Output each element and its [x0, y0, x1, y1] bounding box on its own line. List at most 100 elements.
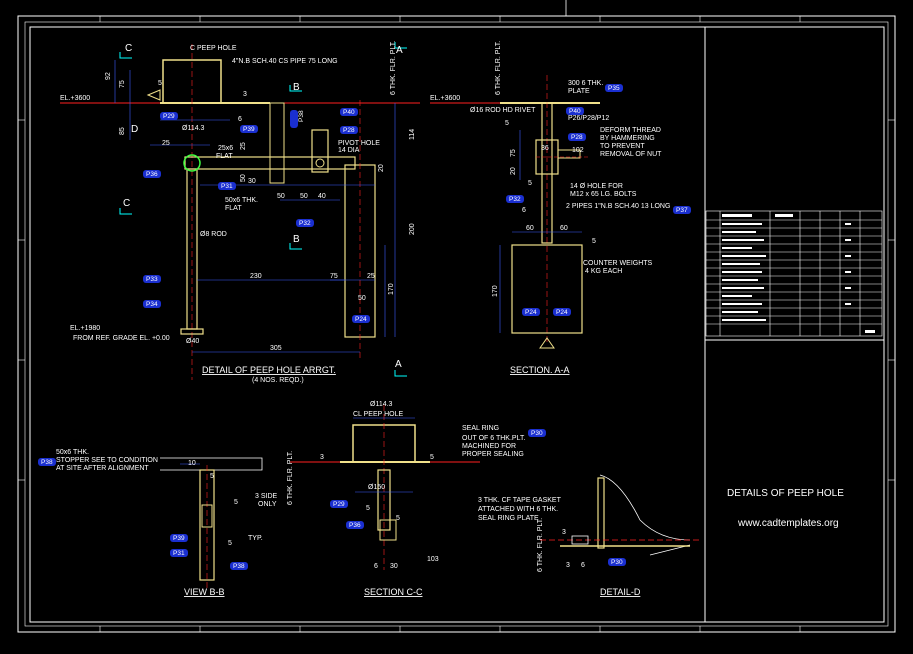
section-cc-labels: Ø114.3 CL PEEP HOLE SEAL RING OUT OF 6 T…	[287, 401, 546, 597]
aa-nos-label: P26/P28/P12	[568, 115, 609, 122]
main-detail-subtitle: (4 NOS. REQD.)	[252, 377, 304, 384]
cc-tag-p36: P36	[349, 522, 361, 529]
aa-dim-60b: 60	[560, 225, 568, 232]
cc-dimensions: 3 5 5 6 30 103 5	[320, 454, 439, 570]
d-dim-6: 6	[581, 562, 585, 569]
aa-tag-p35: P35	[608, 85, 620, 92]
sheet-frame	[17, 0, 896, 633]
d-gasket-2: ATTACHED WITH 6 THK.	[478, 506, 558, 513]
floor-plate-note: 6 THK. FLR. PLT.	[390, 41, 397, 95]
dim-3: 3	[243, 91, 247, 98]
bb-tag-p38b: P38	[233, 563, 245, 570]
aa-floor-plate-note: 6 THK. FLR. PLT.	[495, 41, 502, 95]
section-aa-drawing	[430, 75, 600, 349]
dim-305: 305	[270, 345, 282, 352]
elevation-3600: EL.+3600	[60, 95, 90, 102]
bb-dimensions: 10 5 5 5	[188, 460, 238, 547]
tag-p33: P33	[146, 276, 158, 283]
bb-stopper-3: AT SITE AFTER ALIGNMENT	[56, 465, 149, 472]
aa-dim-5b: 5	[528, 180, 532, 187]
detail-d-labels: 3 THK. CF TAPE GASKET ATTACHED WITH 6 TH…	[478, 497, 641, 597]
bb-dim-10: 10	[188, 460, 196, 467]
bb-dim-5c: 5	[210, 473, 214, 480]
dim-170: 170	[388, 283, 395, 295]
cc-seal-4: PROPER SEALING	[462, 451, 524, 458]
flat-25x6: 25x6	[218, 145, 233, 152]
dim-25b: 25	[367, 273, 375, 280]
d-tag-p30: P30	[611, 559, 623, 566]
section-mark-c-bottom: C	[123, 198, 130, 209]
dim-230: 230	[250, 273, 262, 280]
dim-50b: 50	[300, 193, 308, 200]
bb-dim-5b: 5	[228, 540, 232, 547]
aa-deform-4: REMOVAL OF NUT	[600, 151, 662, 158]
cc-dim-3: 3	[320, 454, 324, 461]
section-mark-c-top: C	[125, 43, 132, 54]
ref-grade-note: FROM REF. GRADE EL. +0.00	[73, 335, 170, 342]
aa-deform-2: BY HAMMERING	[600, 135, 655, 142]
dia-114-label: Ø114.3	[182, 125, 205, 132]
bb-tag-p38a: P38	[41, 459, 53, 466]
cc-dim-5b: 5	[396, 515, 400, 522]
dim-92: 92	[105, 72, 112, 80]
aa-dim-20: 20	[510, 167, 517, 175]
aa-elevation-3600: EL.+3600	[430, 95, 460, 102]
tag-p24: P24	[355, 316, 367, 323]
cc-dim-5a: 5	[430, 454, 434, 461]
elevation-1980: EL.+1980	[70, 325, 100, 332]
aa-tag-p37: P37	[676, 207, 688, 214]
tag-p39: P39	[243, 126, 255, 133]
view-bb-labels: 50x6 THK. STOPPER SEE TO CONDITION AT SI…	[38, 449, 278, 597]
aa-pipes-note: 2 PIPES 1"N.B SCH.40 13 LONG	[566, 203, 670, 210]
dim-25: 25	[162, 140, 170, 147]
detail-d-drawing	[540, 474, 700, 556]
cc-dia-114: Ø114.3	[370, 401, 393, 408]
rod-8-label: Ø8 ROD	[200, 231, 227, 238]
dim-50c: 50	[358, 295, 366, 302]
cc-dia-150: Ø150	[368, 484, 385, 491]
bb-tag-p31: P31	[173, 550, 185, 557]
dim-75b: 75	[330, 273, 338, 280]
aa-dim-5: 5	[505, 120, 509, 127]
section-aa-title: SECTION. A-A	[510, 365, 570, 375]
tag-p31: P31	[221, 183, 233, 190]
frame-ticks	[18, 16, 895, 632]
tag-p34: P34	[146, 301, 158, 308]
cc-peep-hole-label: CL PEEP HOLE	[353, 411, 404, 418]
cc-seal-2: OUT OF 6 THK.PLT.	[462, 435, 525, 442]
bb-tag-p39: P39	[173, 535, 185, 542]
aa-tag-p24a: P24	[525, 309, 537, 316]
dim-40: 40	[318, 193, 326, 200]
aa-plate-note-2: PLATE	[568, 88, 590, 95]
view-bb-drawing	[160, 457, 263, 590]
title-block-hatch	[722, 214, 875, 333]
d-dim-3a: 3	[562, 529, 566, 536]
bb-stopper-1: 50x6 THK.	[56, 449, 89, 456]
aa-tag-p32: P32	[509, 196, 521, 203]
cc-dim-30: 30	[390, 563, 398, 570]
detail-mark-d: D	[131, 124, 138, 135]
view-bb-title: VIEW B-B	[184, 587, 225, 597]
main-part-tags: P29 P39 P40 P28 P36 P31 P32 P33 P34 P24 …	[143, 108, 370, 323]
cc-tag-p30: P30	[531, 430, 543, 437]
bb-side-1: 3 SIDE	[255, 493, 278, 500]
section-cc-title: SECTION C-C	[364, 587, 423, 597]
title-block-table	[705, 210, 883, 337]
dim-85: 85	[119, 127, 126, 135]
d-dim-3b: 3	[566, 562, 570, 569]
section-mark-a-bottom: A	[395, 359, 402, 370]
tag-p36: P36	[146, 171, 158, 178]
section-aa-labels: 6 THK. FLR. PLT. EL.+3600 300 6 THK. PLA…	[430, 41, 691, 375]
cc-dim-103: 103	[427, 556, 439, 563]
pivot-dia-label: 14 DIA	[338, 147, 360, 154]
tag-p40: P40	[343, 109, 355, 116]
dim-75: 75	[119, 80, 126, 88]
tag-p32: P32	[299, 220, 311, 227]
aa-deform-3: TO PREVENT	[600, 143, 645, 150]
dim-200: 200	[409, 223, 416, 235]
aa-hole-2: M12 x 65 LG. BOLTS	[570, 191, 637, 198]
cc-floor-plate-note: 6 THK. FLR. PLT.	[287, 451, 294, 505]
pipe-note: 4"N.B SCH.40 CS PIPE 75 LONG	[232, 58, 338, 65]
bb-dim-5a: 5	[234, 499, 238, 506]
